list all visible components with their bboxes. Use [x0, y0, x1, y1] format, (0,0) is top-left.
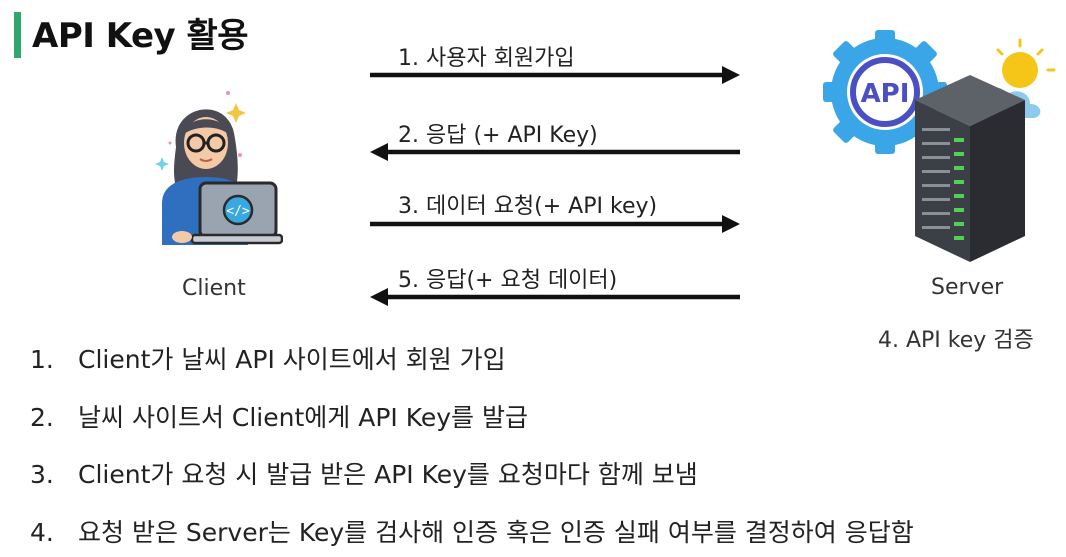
client-illustration: </>: [155, 91, 283, 245]
server-rack-icon: [915, 75, 1025, 262]
title-accent-bar: [14, 12, 21, 58]
gear-icon: [823, 30, 947, 154]
step-text: 날씨 사이트서 Client에게 API Key를 발급: [78, 403, 528, 432]
step-text: 요청 받은 Server는 Key를 검사해 인증 혹은 인증 실패 여부를 결…: [78, 518, 914, 547]
sun-icon: [996, 38, 1056, 88]
sparkle-icon: [155, 157, 169, 171]
arrow-label-1: 1. 사용자 회원가입: [398, 46, 575, 71]
arrow-2-head: [370, 143, 388, 161]
arrow-label-2: 2. 응답 (+ API Key): [398, 123, 598, 148]
step-number: 4.: [30, 518, 54, 547]
sparkle-icon: [226, 103, 246, 123]
step-number: 3.: [30, 460, 54, 489]
api-badge-label: API: [861, 79, 910, 109]
code-icon: [222, 194, 254, 226]
list-item: 1. Client가 날씨 API 사이트에서 회원 가입: [30, 340, 506, 376]
server-illustration: API: [823, 30, 1056, 262]
arrow-label-5: 5. 응답(+ 요청 데이터): [398, 268, 618, 293]
client-label: Client: [182, 276, 246, 301]
step-number: 2.: [30, 403, 54, 432]
arrow-1-head: [722, 66, 740, 84]
page-title: API Key 활용: [32, 16, 249, 56]
arrow-label-3: 3. 데이터 요청(+ API key): [398, 194, 658, 219]
step-text: Client가 요청 시 발급 받은 API Key를 요청마다 함께 보냄: [78, 460, 698, 489]
step-text: Client가 날씨 API 사이트에서 회원 가입: [78, 345, 506, 374]
arrow-3-head: [722, 215, 740, 233]
list-item: 2. 날씨 사이트서 Client에게 API Key를 발급: [30, 398, 528, 434]
flow-arrows: [370, 66, 740, 306]
list-item: 4. 요청 받은 Server는 Key를 검사해 인증 혹은 인증 실패 여부를…: [30, 513, 914, 549]
step-number: 1.: [30, 345, 54, 374]
server-verify-note: 4. API key 검증: [878, 328, 1034, 353]
list-item: 3. Client가 요청 시 발급 받은 API Key를 요청마다 함께 보냄: [30, 455, 698, 491]
server-label: Server: [931, 275, 1004, 300]
arrow-5-head: [370, 288, 388, 306]
svg-text:</>: </>: [226, 204, 250, 219]
